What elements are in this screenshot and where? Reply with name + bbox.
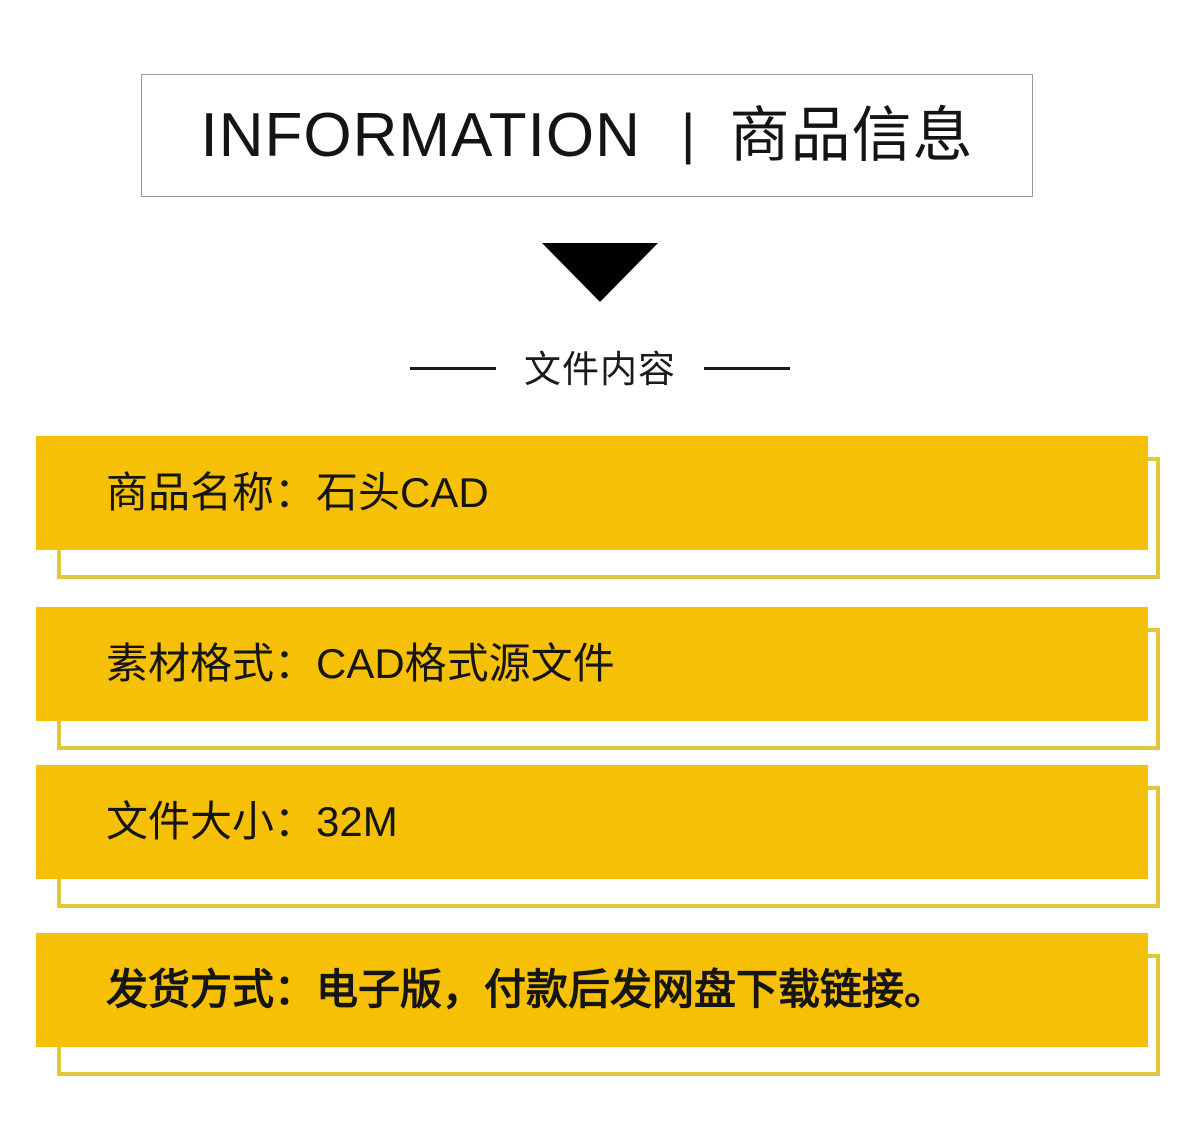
header-chinese-title: 商品信息: [729, 101, 974, 169]
info-row: 商品名称：石头CAD: [36, 436, 1160, 584]
info-row-text: 文件大小：32M: [106, 797, 398, 845]
header-english-title: INFORMATION: [200, 100, 641, 170]
info-row-text: 发货方式：电子版，付款后发网盘下载链接。: [106, 965, 947, 1013]
divider-label: 文件内容: [524, 348, 676, 390]
info-row-text: 商品名称：石头CAD: [106, 468, 489, 516]
down-triangle-wrap: [0, 243, 1200, 303]
info-row-text: 素材格式：CAD格式源文件: [106, 639, 615, 687]
info-row: 素材格式：CAD格式源文件: [36, 607, 1160, 755]
info-row-fill: 商品名称：石头CAD: [36, 436, 1148, 550]
header-title-group: INFORMATION | 商品信息: [200, 100, 974, 170]
info-row-fill: 发货方式：电子版，付款后发网盘下载链接。: [36, 933, 1148, 1047]
divider-line-left: [410, 366, 496, 370]
divider-line-right: [704, 366, 790, 370]
info-row: 发货方式：电子版，付款后发网盘下载链接。: [36, 933, 1160, 1081]
down-triangle-icon: [542, 243, 658, 302]
information-header-box: INFORMATION | 商品信息: [141, 74, 1033, 197]
header-separator: |: [680, 101, 696, 165]
section-divider: 文件内容: [0, 340, 1200, 396]
info-row-fill: 文件大小：32M: [36, 765, 1148, 879]
info-row-fill: 素材格式：CAD格式源文件: [36, 607, 1148, 721]
info-row: 文件大小：32M: [36, 765, 1160, 913]
